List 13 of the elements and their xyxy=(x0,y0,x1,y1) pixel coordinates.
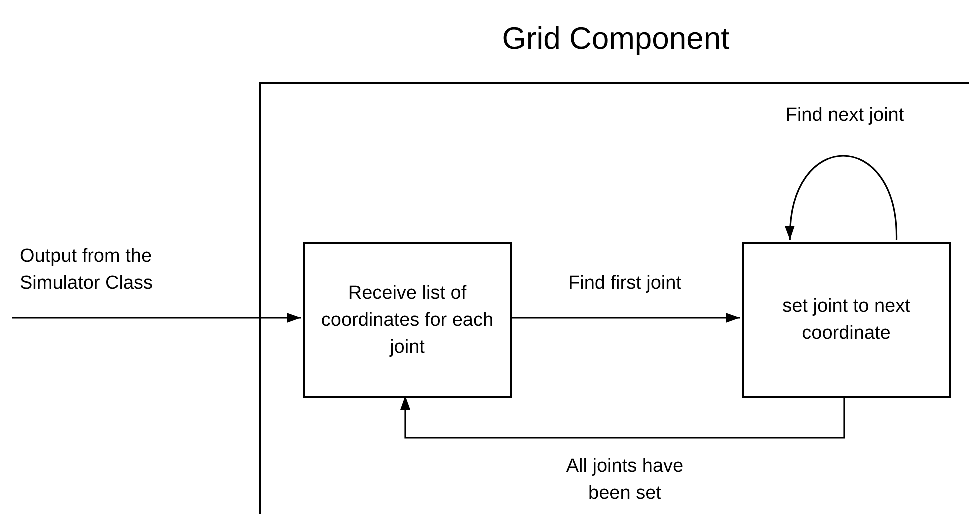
frame-title: Grid Component xyxy=(501,20,731,58)
arrow xyxy=(786,155,898,240)
edge-label: Find first joint xyxy=(568,272,682,296)
arrow xyxy=(400,396,846,439)
box-text: set joint to next coordinate xyxy=(782,295,912,346)
process-box xyxy=(303,242,512,398)
arrow xyxy=(12,313,301,323)
edge-label: Output from the Simulator Class xyxy=(20,245,154,296)
box-text: Receive list of coordinates for each joint xyxy=(320,282,495,360)
edge-label: Find next joint xyxy=(784,104,906,128)
edge-label: All joints have been set xyxy=(565,455,685,506)
process-box xyxy=(742,242,951,398)
arrow xyxy=(510,313,740,323)
